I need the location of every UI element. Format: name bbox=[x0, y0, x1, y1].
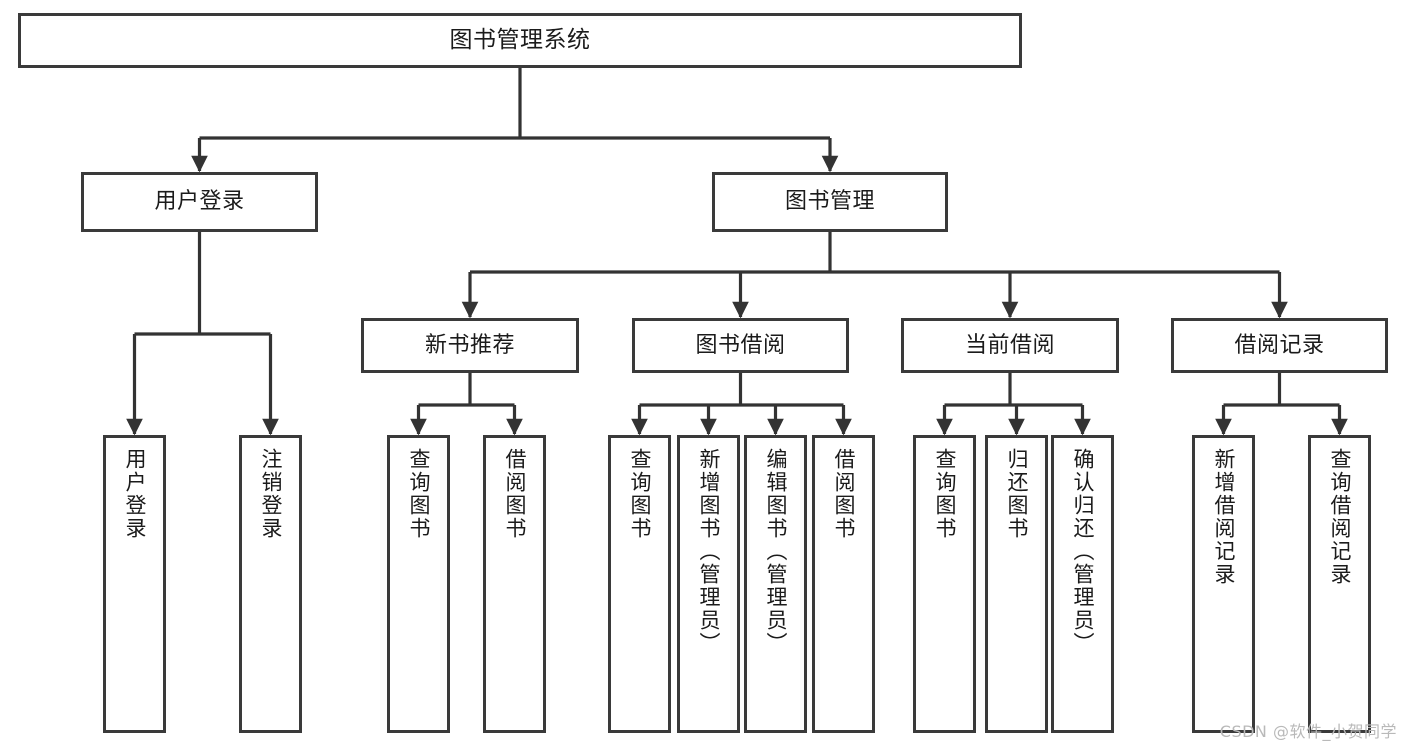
node-new-book-recommend[interactable]: 新书推荐 bbox=[361, 318, 579, 373]
node-book-manage[interactable]: 图书管理 bbox=[712, 172, 948, 232]
node-leaf-add-record[interactable]: 新增借阅记录 bbox=[1192, 435, 1255, 733]
node-leaf-query-record[interactable]: 查询借阅记录 bbox=[1308, 435, 1371, 733]
node-leaf-logout[interactable]: 注销登录 bbox=[239, 435, 302, 733]
node-leaf-return-book[interactable]: 归还图书 bbox=[985, 435, 1048, 733]
node-leaf-borrow-book-1[interactable]: 借阅图书 bbox=[483, 435, 546, 733]
node-user-login-label: 用户登录 bbox=[154, 189, 245, 215]
node-leaf-borrow-book-2-label: 借阅图书 bbox=[832, 448, 856, 540]
node-leaf-user-login-label: 用户登录 bbox=[123, 448, 147, 540]
node-user-login[interactable]: 用户登录 bbox=[81, 172, 318, 232]
node-leaf-add-book[interactable]: 新增图书（管理员） bbox=[677, 435, 740, 733]
node-leaf-query-book-1-label: 查询图书 bbox=[407, 448, 431, 540]
node-leaf-add-record-label: 新增借阅记录 bbox=[1212, 448, 1236, 586]
node-leaf-add-book-label: 新增图书（管理员） bbox=[697, 448, 721, 655]
node-leaf-borrow-book-2[interactable]: 借阅图书 bbox=[812, 435, 875, 733]
node-borrow-record[interactable]: 借阅记录 bbox=[1171, 318, 1388, 373]
node-book-borrow[interactable]: 图书借阅 bbox=[632, 318, 849, 373]
node-leaf-query-record-label: 查询借阅记录 bbox=[1328, 448, 1352, 586]
node-new-book-recommend-label: 新书推荐 bbox=[424, 332, 515, 358]
node-leaf-return-book-label: 归还图书 bbox=[1005, 448, 1029, 540]
edges-group bbox=[126, 68, 1348, 436]
node-leaf-edit-book-label: 编辑图书（管理员） bbox=[764, 448, 788, 655]
node-leaf-confirm-return[interactable]: 确认归还（管理员） bbox=[1051, 435, 1114, 733]
node-current-borrow-label: 当前借阅 bbox=[964, 332, 1055, 358]
node-leaf-query-book-3-label: 查询图书 bbox=[933, 448, 957, 540]
node-book-borrow-label: 图书借阅 bbox=[695, 332, 786, 358]
csdn-watermark: CSDN @软件_小贺同学 bbox=[1219, 722, 1397, 741]
node-leaf-confirm-return-label: 确认归还（管理员） bbox=[1071, 448, 1095, 655]
node-leaf-query-book-2-label: 查询图书 bbox=[628, 448, 652, 540]
node-leaf-query-book-3[interactable]: 查询图书 bbox=[913, 435, 976, 733]
node-leaf-borrow-book-1-label: 借阅图书 bbox=[503, 448, 527, 540]
node-book-manage-label: 图书管理 bbox=[784, 189, 875, 215]
node-leaf-query-book-1[interactable]: 查询图书 bbox=[387, 435, 450, 733]
node-root-label: 图书管理系统 bbox=[449, 27, 591, 54]
node-borrow-record-label: 借阅记录 bbox=[1234, 332, 1325, 358]
node-leaf-query-book-2[interactable]: 查询图书 bbox=[608, 435, 671, 733]
node-root[interactable]: 图书管理系统 bbox=[18, 13, 1022, 68]
node-leaf-user-login[interactable]: 用户登录 bbox=[103, 435, 166, 733]
node-current-borrow[interactable]: 当前借阅 bbox=[901, 318, 1119, 373]
node-leaf-edit-book[interactable]: 编辑图书（管理员） bbox=[744, 435, 807, 733]
node-leaf-logout-label: 注销登录 bbox=[259, 448, 283, 540]
